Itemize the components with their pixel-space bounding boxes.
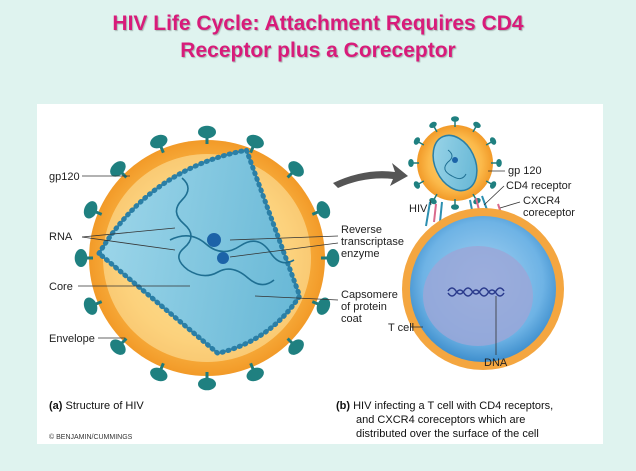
- label-rt-3: enzyme: [341, 248, 380, 260]
- gp120-knob: [198, 377, 216, 391]
- caption-b-3: distributed over the surface of the cell: [356, 428, 539, 440]
- slide-title: HIV Life Cycle: Attachment Requires CD4 …: [0, 10, 636, 64]
- rna-strand-2: [169, 235, 295, 264]
- reverse-transcriptase-1: [207, 233, 221, 247]
- label-rt-2: transcriptase: [341, 236, 404, 248]
- gp120-knob: [429, 121, 437, 129]
- gp120-knob: [246, 367, 264, 382]
- gp120-knob: [489, 137, 497, 145]
- gp120-knob: [496, 159, 502, 167]
- gp120-knob: [74, 249, 88, 267]
- gp120-knob: [316, 297, 331, 315]
- title-line-1: HIV Life Cycle: Attachment Requires CD4: [112, 12, 524, 35]
- gp120-knob: [473, 121, 481, 129]
- gp120-knob: [150, 367, 168, 382]
- gp120-knob: [413, 137, 421, 145]
- arrow-icon: [333, 163, 408, 188]
- label-caps-2: of protein: [341, 301, 387, 313]
- label-tcell: T cell: [388, 322, 414, 334]
- gp120-knob: [489, 181, 497, 189]
- label-rt-1: Reverse: [341, 224, 382, 236]
- t-cell-nucleus: [423, 246, 533, 346]
- gp120-knob: [413, 181, 421, 189]
- gp120-knob: [408, 159, 414, 167]
- label-envelope: Envelope: [49, 333, 95, 345]
- gp120-knob: [110, 161, 126, 177]
- caption-b-1: (b) HIV infecting a T cell with CD4 rece…: [336, 400, 553, 412]
- virion-core: [95, 147, 303, 357]
- label-cd4: CD4 receptor: [506, 180, 572, 192]
- label-gp120-right: gp 120: [508, 165, 542, 177]
- copyright: © BENJAMIN/CUMMINGS: [49, 433, 133, 441]
- hiv-virion: [74, 125, 340, 391]
- label-rna: RNA: [49, 231, 73, 243]
- label-cxcr4-2: coreceptor: [523, 207, 575, 219]
- label-caps-1: Capsomere: [341, 289, 398, 301]
- label-core: Core: [49, 281, 73, 293]
- label-gp120: gp120: [49, 171, 80, 183]
- gp120-knob: [288, 339, 304, 355]
- caption-a: (a) Structure of HIV: [49, 400, 144, 412]
- gp120-knob: [246, 134, 264, 149]
- gp120-knob: [288, 161, 304, 177]
- gp120-knob: [316, 201, 331, 219]
- rna-strand-1: [175, 177, 275, 286]
- caption-b-2: and CXCR4 coreceptors which are: [356, 414, 525, 426]
- gp120-knob: [150, 134, 168, 149]
- gp120-knob: [198, 125, 216, 139]
- gp120-knob: [451, 204, 459, 210]
- gp120-knob: [451, 116, 459, 122]
- gp120-knob: [110, 339, 126, 355]
- label-dna: DNA: [484, 357, 508, 369]
- gp120-knob: [326, 249, 340, 267]
- small-hiv-virion: [408, 116, 502, 210]
- gp120-spikes: [74, 125, 340, 391]
- small-gp120-spikes: [408, 116, 502, 210]
- gp120-knob: [83, 297, 98, 315]
- t-cell: [402, 208, 564, 370]
- gp120-knob: [429, 197, 437, 205]
- label-cxcr4-1: CXCR4: [523, 195, 560, 207]
- label-hiv: HIV: [409, 203, 428, 215]
- gp120-knob: [83, 201, 98, 219]
- reverse-transcriptase-2: [217, 252, 229, 264]
- label-caps-3: coat: [341, 313, 362, 325]
- title-line-2: Receptor plus a Coreceptor: [180, 39, 456, 62]
